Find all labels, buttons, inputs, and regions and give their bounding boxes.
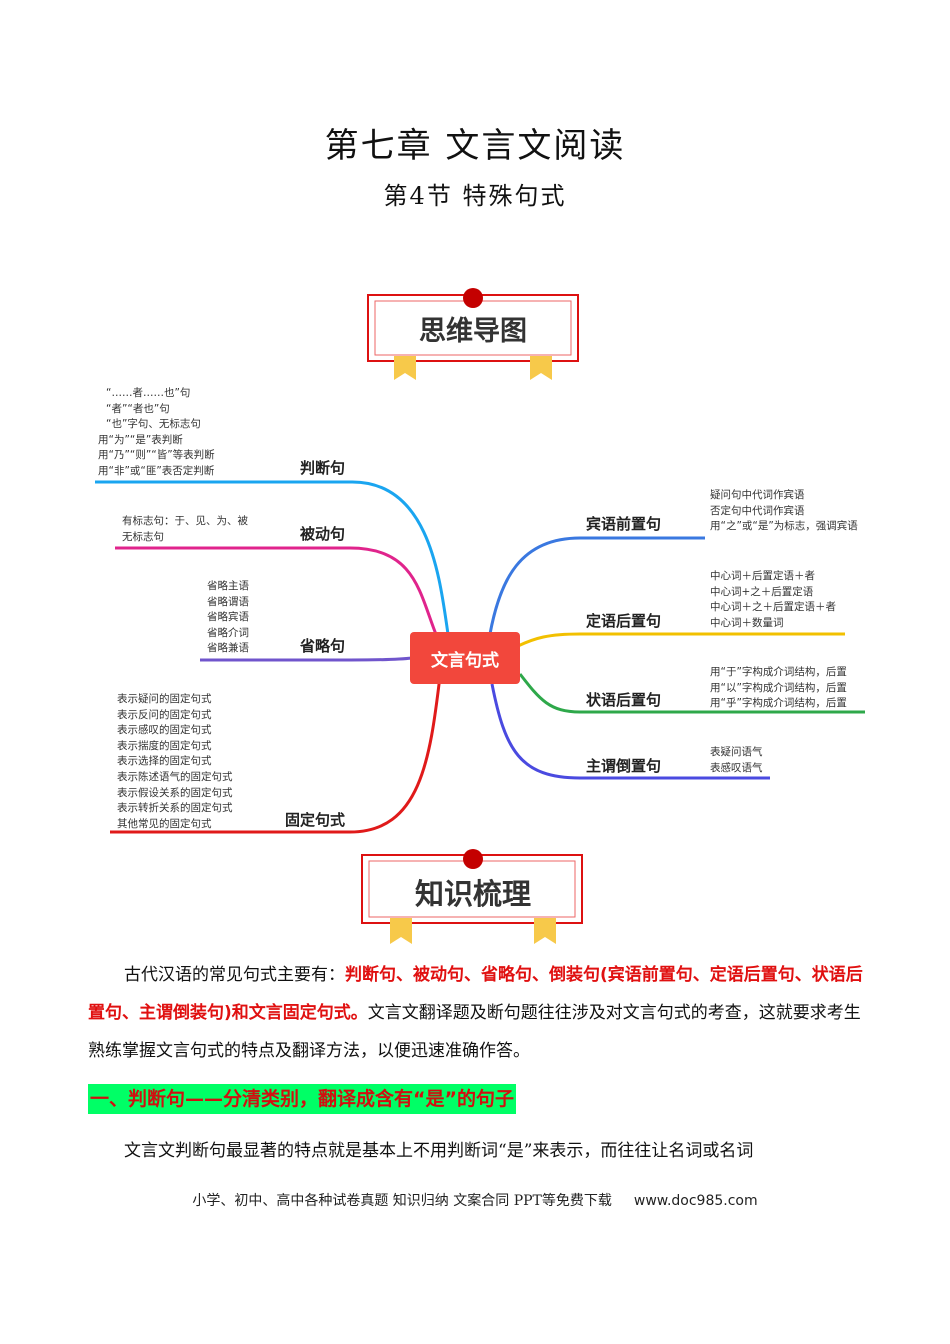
center-node-label: 文言句式 (431, 650, 499, 671)
branch-line-guding (110, 675, 442, 834)
section-1-text: 文言文判断句最显著的特点就是基本上不用判断词“是”来表示，而往往让名词或名词 (124, 1141, 754, 1161)
intro-rest: 文言文翻译题及断句题往往涉及对文言句式的考查，这就要求考生熟练掌握文言句式的特点… (88, 1003, 861, 1061)
leaf-item: 用“乎”字构成介词结构，后置 (710, 697, 847, 710)
leaf-item: 表示陈述语气的固定句式 (117, 770, 233, 783)
leaf-item: 表示假设关系的固定句式 (117, 786, 233, 799)
leaf-item: 有标志句：于、见、为、被 (122, 515, 248, 527)
leaf-item: 表示感叹的固定句式 (117, 724, 212, 737)
branch-line-dingyu (517, 632, 845, 648)
leaf-item: 其他常见的固定句式 (117, 817, 212, 830)
leaf-item: 用“之”或“是”为标志，强调宾语 (710, 520, 858, 533)
leaf-item: 用“为”“是”表判断 (98, 433, 183, 446)
leaf-group-zhuwei: 表疑问语气 表感叹语气 (710, 745, 763, 776)
leaf-group-binyu: 疑问句中代词作宾语 否定句中代词作宾语 用“之”或“是”为标志，强调宾语 (710, 488, 858, 535)
leaf-item: 省略兼语 (207, 642, 249, 655)
leaf-item: 省略宾语 (207, 611, 249, 624)
branch-label-beidong: 被动句 (300, 525, 346, 543)
leaf-item: 表感叹语气 (710, 761, 763, 774)
branch-line-panduan (95, 480, 450, 635)
leaf-item: 否定句中代词作宾语 (710, 504, 805, 517)
branch-label-shenglue: 省略句 (300, 637, 346, 655)
branch-label-binyu: 宾语前置句 (586, 515, 662, 533)
mind-map-diagram: 思维导图 文言句式 (95, 288, 865, 834)
leaf-item: 表示揣度的固定句式 (117, 739, 212, 752)
intro-highlight: 判断句、被动句、省略句、倒装句(宾语前置句、定语后置句、状语后置句、主谓倒装句)… (88, 965, 863, 1023)
section-heading-1: 一、判断句——分清类别，翻译成含有“是”的句子 (88, 1084, 516, 1114)
leaf-item: 无标志句 (122, 530, 164, 543)
leaf-item: 中心词＋之＋后置定语＋者 (710, 601, 836, 614)
leaf-item: 中心词+之＋后置定语 (710, 585, 814, 598)
leaf-item: “……者……也”句 (106, 387, 191, 399)
leaf-group-guding: 表示疑问的固定句式 表示反问的固定句式 表示感叹的固定句式 表示揣度的固定句式 … (117, 692, 233, 832)
leaf-item: 用“非”或“匪”表否定判断 (98, 464, 215, 477)
branch-label-dingyu: 定语后置句 (586, 612, 662, 630)
intro-lead: 古代汉语的常见句式主要有： (124, 965, 345, 985)
footer-url[interactable]: www.doc985.com (633, 1193, 758, 1209)
intro-paragraph: 古代汉语的常见句式主要有：判断句、被动句、省略句、倒装句(宾语前置句、定语后置句… (88, 956, 868, 1070)
branch-line-zhuangyu (518, 673, 865, 714)
leaf-item: 中心词＋数量词 (710, 616, 784, 629)
branch-line-zhuwei (490, 683, 770, 780)
leaf-item: 用“以”字构成介词结构，后置 (710, 681, 847, 694)
leaf-item: 省略介词 (207, 626, 249, 639)
leaf-item: 表示反问的固定句式 (117, 708, 212, 721)
leaf-group-shenglue: 省略主语 省略谓语 省略宾语 省略介词 省略兼语 (207, 579, 249, 657)
page-subtitle: 第4节 特殊句式 (383, 182, 567, 210)
leaf-group-zhuangyu: 用“于”字构成介词结构，后置 用“以”字构成介词结构，后置 用“乎”字构成介词结… (710, 665, 847, 712)
leaf-item: 用“于”字构成介词结构，后置 (710, 666, 847, 678)
leaf-item: 表疑问语气 (710, 746, 763, 758)
leaf-item: 疑问句中代词作宾语 (710, 489, 805, 501)
banner-mindmap-text: 思维导图 (419, 316, 527, 347)
banner-knowledge-text: 知识梳理 (415, 877, 531, 911)
branch-label-panduan: 判断句 (300, 459, 346, 477)
leaf-item: 省略谓语 (207, 595, 249, 608)
branch-label-zhuwei: 主谓倒置句 (586, 757, 662, 775)
leaf-group-panduan: “……者……也”句 “者”“者也”句 “也”字句、无标志句 用“为”“是”表判断… (98, 386, 215, 480)
leaf-item: “也”字句、无标志句 (106, 418, 201, 431)
page-footer: 小学、初中、高中各种试卷真题 知识归纳 文案合同 PPT等免费下载 www.doc… (0, 1190, 950, 1210)
leaf-item: 省略主语 (207, 580, 249, 592)
branch-label-guding: 固定句式 (285, 811, 346, 829)
branch-label-zhuangyu: 状语后置句 (586, 691, 662, 709)
page-title: 第七章 文言文阅读 (324, 126, 626, 166)
leaf-group-beidong: 有标志句：于、见、为、被 无标志句 (122, 514, 248, 545)
branch-line-binyu (488, 536, 705, 635)
footer-text: 小学、初中、高中各种试卷真题 知识归纳 文案合同 PPT等免费下载 (192, 1193, 612, 1209)
leaf-item: 表示选择的固定句式 (117, 755, 212, 768)
banner-knowledge: 知识梳理 (361, 849, 583, 944)
leaf-item: 中心词＋后置定语＋者 (710, 570, 815, 582)
leaf-item: 用“乃”“则”“皆”等表判断 (98, 449, 215, 462)
leaf-item: “者”“者也”句 (106, 402, 170, 415)
leaf-item: 表示疑问的固定句式 (117, 693, 212, 705)
branch-line-beidong (115, 546, 442, 645)
leaf-group-dingyu: 中心词＋后置定语＋者 中心词+之＋后置定语 中心词＋之＋后置定语＋者 中心词＋数… (710, 569, 836, 631)
banner-mindmap: 思维导图 (367, 288, 579, 380)
center-node: 文言句式 (410, 632, 520, 684)
branch-line-shenglue (200, 656, 413, 662)
leaf-item: 表示转折关系的固定句式 (117, 802, 233, 815)
